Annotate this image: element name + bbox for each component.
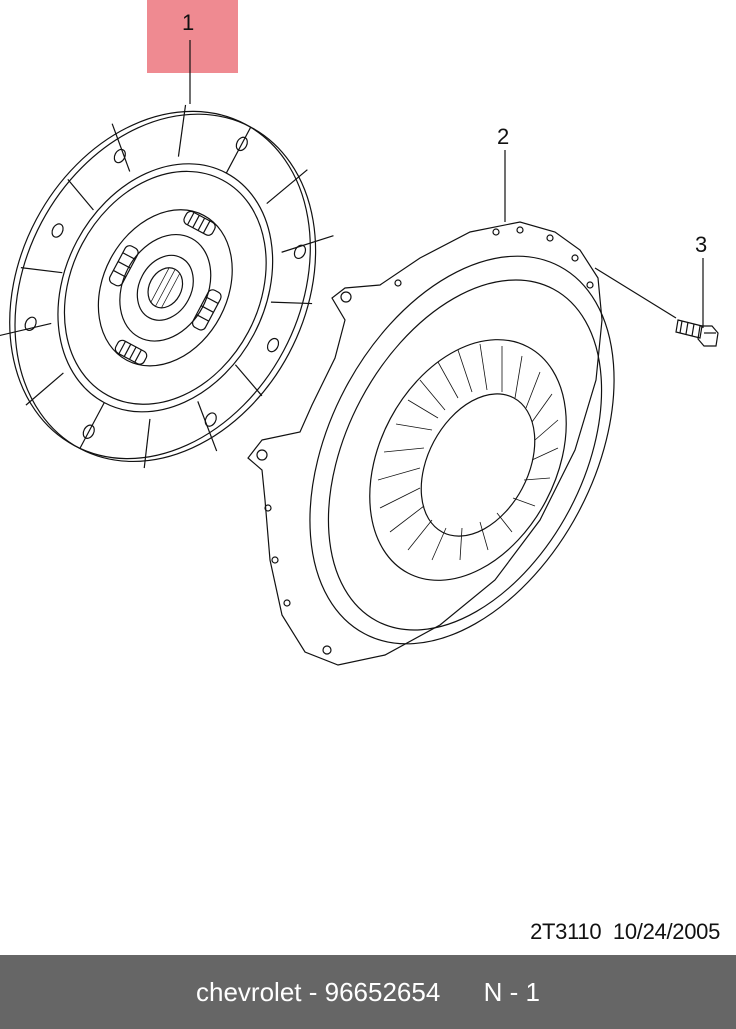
document-code: 2T3110 — [530, 919, 602, 944]
callout-label-2: 2 — [497, 124, 510, 149]
footer-bar: chevrolet - 96652654 N - 1 — [0, 955, 736, 1029]
friction-segment-dividers — [0, 104, 334, 469]
bolt — [675, 319, 719, 347]
document-date: 10/24/2005 — [612, 919, 720, 944]
footer-part-number: 96652654 — [324, 976, 441, 1007]
footer-position-label: N - 1 — [483, 976, 540, 1007]
pressure-plate — [247, 221, 615, 666]
footer-separator: - — [301, 976, 325, 1007]
footer-brand: chevrolet — [196, 976, 302, 1007]
callout-label-3: 3 — [695, 232, 708, 257]
rivet-holes — [24, 136, 307, 439]
clutch-disc — [0, 104, 334, 469]
damper-springs — [108, 210, 222, 365]
document-reference: 2T3110 10/24/2005 — [530, 919, 720, 945]
cover-bolt-holes — [256, 226, 594, 655]
diaphragm-spring-fingers — [377, 343, 559, 561]
callout-1-highlight — [147, 0, 238, 73]
hub-splines — [150, 268, 180, 308]
leader-line-bolt — [594, 267, 677, 319]
callout-label-1: 1 — [182, 10, 195, 35]
exploded-parts-diagram — [0, 40, 719, 666]
